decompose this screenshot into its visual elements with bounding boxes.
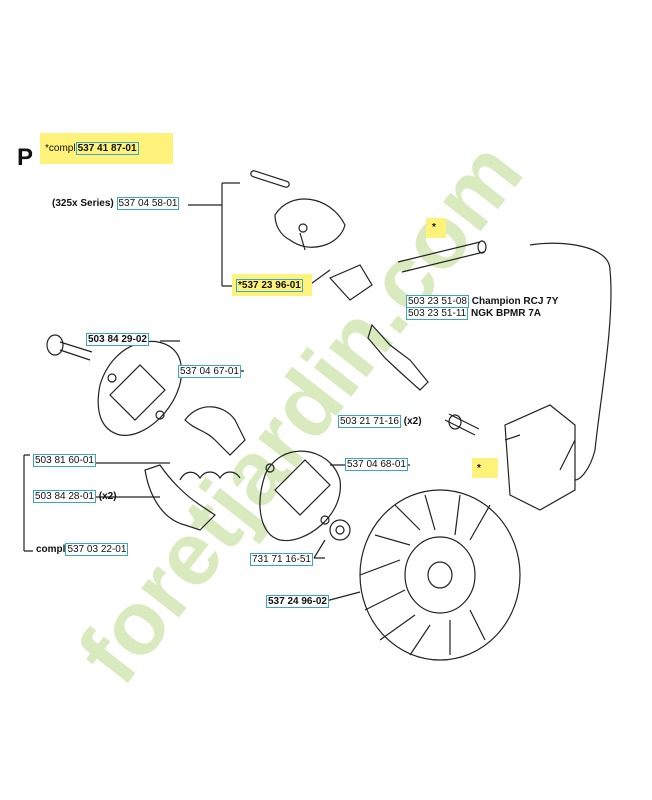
part-suffix: Champion RCJ 7Y <box>471 296 559 307</box>
part-number: 503 84 28-01 <box>33 490 96 503</box>
part-label: 503 84 29-02 <box>86 333 149 346</box>
part-prefix: (325x Series) <box>52 198 114 209</box>
section-letter: P <box>17 144 34 171</box>
asterisk-highlight <box>472 458 498 478</box>
pin-shape <box>250 170 290 188</box>
part-number: 503 23 51-08 <box>406 295 469 308</box>
part-label: 503 21 71-16 (x2) <box>338 415 422 428</box>
part-label: 537 04 68-01 <box>345 458 408 471</box>
part-label: 503 84 28-01 (x2) <box>33 490 117 503</box>
kit-number: 537 41 87-01 <box>75 142 139 155</box>
part-number: 503 23 51-11 <box>406 307 469 320</box>
kit-prefix: *compl <box>45 143 76 154</box>
part-number: 537 04 58-01 <box>116 197 180 210</box>
part-number: 537 04 67-01 <box>178 365 241 378</box>
part-prefix: compl <box>36 544 66 555</box>
part-suffix: NGK BPMR 7A <box>470 308 541 319</box>
part-number: 537 03 22-01 <box>65 543 129 556</box>
part-suffix: (x2) <box>98 491 117 502</box>
part-label: 731 71 16-51 <box>250 553 313 566</box>
part-number: 537 24 96-02 <box>266 595 329 608</box>
cover-shape <box>274 198 346 248</box>
part-number: 731 71 16-51 <box>250 553 313 566</box>
part-label: 537 24 96-02 <box>266 595 329 608</box>
part-label: 503 23 51-11 NGK BPMR 7A <box>406 307 541 320</box>
part-number: 503 81 60-01 <box>33 454 96 467</box>
part-suffix: (x2) <box>403 416 422 427</box>
part-label: 503 81 60-01 <box>33 454 96 467</box>
part-number: 503 21 71-16 <box>338 415 401 428</box>
part-label: 503 23 51-08 Champion RCJ 7Y <box>406 295 559 308</box>
part-label: 537 04 67-01 <box>178 365 241 378</box>
part-number: 503 84 29-02 <box>86 333 149 346</box>
part-number: 537 04 68-01 <box>345 458 408 471</box>
asterisk-label: * <box>477 463 481 474</box>
part-number: *537 23 96-01 <box>236 279 303 292</box>
part-label: *537 23 96-01 <box>236 279 303 292</box>
asterisk-highlight <box>426 218 446 238</box>
part-label: (325x Series) 537 04 58-01 <box>52 197 180 210</box>
asterisk-label: * <box>432 222 436 233</box>
